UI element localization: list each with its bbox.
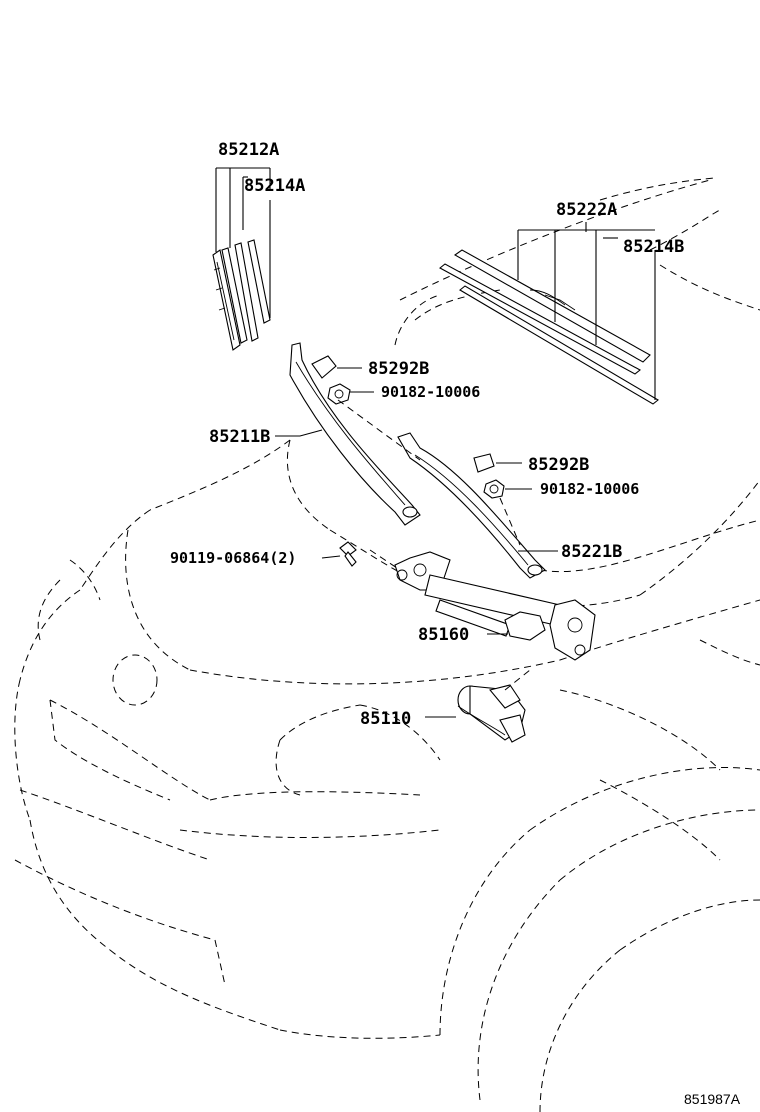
label-85292B-upper: 85292B xyxy=(368,359,429,379)
label-90182-10006-lower: 90182-10006 xyxy=(540,480,639,498)
label-85214A: 85214A xyxy=(244,176,305,196)
wiper-motor xyxy=(425,669,531,743)
left-wiper-blade-assembly xyxy=(212,239,271,351)
figure-id: 851987A xyxy=(684,1091,741,1107)
car-body-outline xyxy=(14,177,760,1112)
label-90119-06864: 90119-06864(2) xyxy=(170,549,296,567)
wiper-link xyxy=(369,549,596,661)
label-85214B: 85214B xyxy=(623,237,684,257)
label-85222A: 85222A xyxy=(556,200,617,220)
left-wiper-arm xyxy=(275,342,421,526)
label-85110: 85110 xyxy=(360,709,411,729)
label-85212A: 85212A xyxy=(218,140,279,160)
bolt-part xyxy=(321,541,357,567)
label-90182-10006-upper: 90182-10006 xyxy=(381,383,480,401)
cap-and-nut-parts xyxy=(311,355,532,546)
label-85211B: 85211B xyxy=(209,427,270,447)
left-blade-leader-lines xyxy=(215,167,271,318)
right-wiper-arm xyxy=(397,432,558,579)
part-labels: 85212A 85214A 85222A 85214B 85292B 90182… xyxy=(170,140,741,1107)
label-85160: 85160 xyxy=(418,625,469,645)
label-85292B-lower: 85292B xyxy=(528,455,589,475)
label-85221B: 85221B xyxy=(561,542,622,562)
right-blade-leader-lines xyxy=(517,222,656,400)
right-wiper-blade-assembly xyxy=(439,249,659,405)
